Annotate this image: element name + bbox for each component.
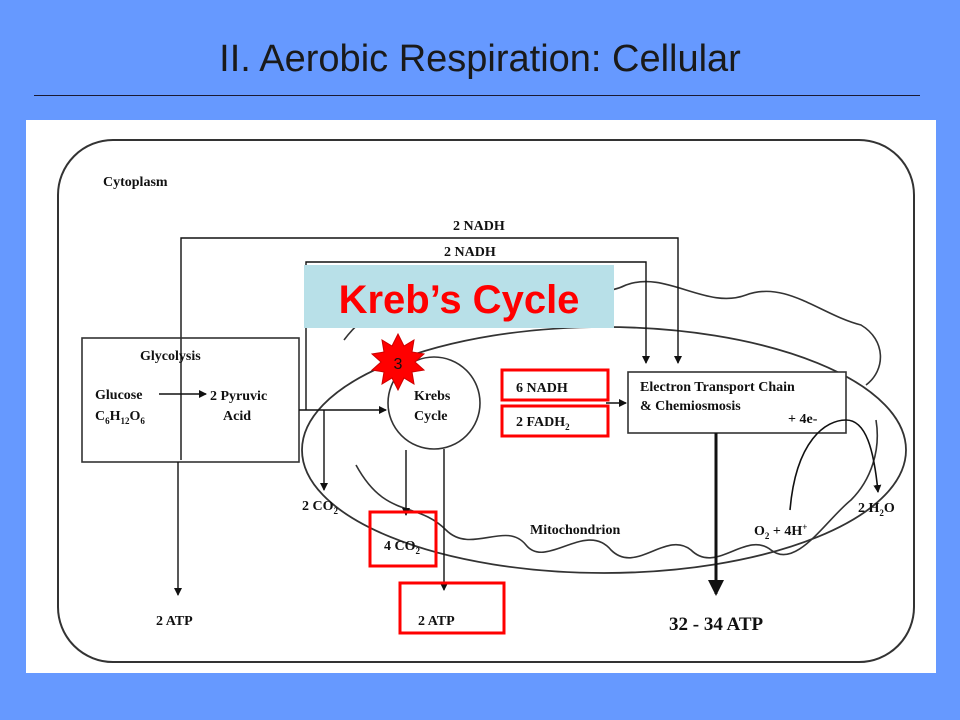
glycolysis-box <box>81 337 300 463</box>
nadh-path-outer <box>180 237 682 460</box>
etc-label-1: Electron Transport Chain <box>640 380 795 395</box>
cytoplasm-label: Cytoplasm <box>103 175 168 190</box>
respiration-diagram: Cytoplasm Mitochondrion 2 NADH 2 NADH Gl… <box>57 139 915 663</box>
glucose-label: Glucose <box>95 388 142 403</box>
mitochondrion-label: Mitochondrion <box>530 523 620 538</box>
co2-4-label: 4 CO2 <box>384 539 421 556</box>
fadh2-label: 2 FADH2 <box>516 415 570 432</box>
title-divider <box>34 95 920 96</box>
krebs-callout-label: Kreb’s Cycle <box>339 278 580 322</box>
atp-glycolysis-label: 2 ATP <box>156 614 193 629</box>
nadh-label-top-2: 2 NADH <box>444 245 496 260</box>
highlight-co2-4 <box>368 510 438 568</box>
nadh-label-top-1: 2 NADH <box>453 219 505 234</box>
highlight-nadh-6 <box>500 368 610 402</box>
glucose-formula: C6H12O6 <box>95 409 145 426</box>
cell-boundary <box>57 139 915 663</box>
step-burst-badge <box>370 332 426 392</box>
acid-label: Acid <box>223 409 251 424</box>
highlight-fadh2 <box>500 404 610 438</box>
krebs-label-2: Cycle <box>414 409 447 424</box>
glycolysis-title: Glycolysis <box>140 349 201 364</box>
krebs-callout-box <box>304 265 614 328</box>
atp-etc-label: 32 - 34 ATP <box>669 614 764 635</box>
etc-label-2: & Chemiosmosis <box>640 399 741 414</box>
pyruvic-label: 2 Pyruvic <box>210 389 267 404</box>
oxygen-label: O2 + 4H+ <box>754 522 807 541</box>
etc-box <box>627 371 847 434</box>
nadh-path-inner <box>305 261 650 410</box>
highlight-atp-krebs <box>398 581 506 635</box>
krebs-label-1: Krebs <box>414 389 451 404</box>
nadh-6-label: 6 NADH <box>516 381 568 396</box>
oxygen-to-water-arrow <box>789 419 882 511</box>
etc-label-3: + 4e- <box>788 412 818 427</box>
co2-2-label: 2 CO2 <box>302 499 339 516</box>
step-number: 3 <box>394 356 403 373</box>
water-label: 2 H2O <box>858 501 895 518</box>
slide-title: II. Aerobic Respiration: Cellular <box>219 38 741 80</box>
atp-krebs-label: 2 ATP <box>418 614 455 629</box>
diagram-panel: Cytoplasm Mitochondrion 2 NADH 2 NADH Gl… <box>26 120 936 673</box>
